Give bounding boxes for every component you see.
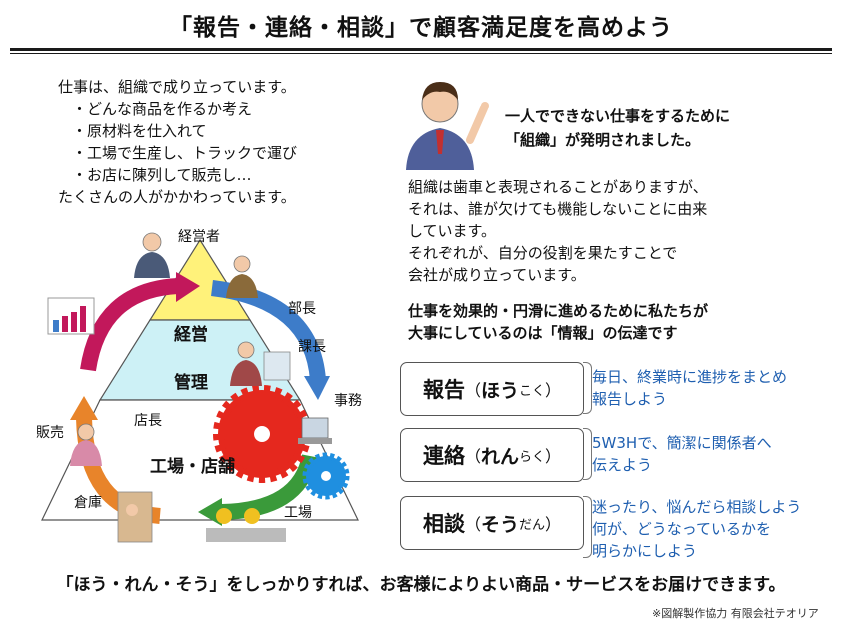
section-chief-person-icon xyxy=(230,341,291,386)
renraku-paren-open: （ xyxy=(464,447,481,466)
renraku-description: 5W3Hで、簡潔に関係者へ 伝えよう xyxy=(592,432,772,476)
role-executive-label: 経営者 xyxy=(178,229,220,245)
sales-person-icon xyxy=(70,423,102,466)
headline-line: 「組織」が発明されました。 xyxy=(505,131,701,149)
body-line: しています。 xyxy=(408,222,497,240)
role-sales-label: 販売 xyxy=(36,425,64,441)
soudan-box: 相談（そうだん） xyxy=(400,496,584,550)
soudan-paren-open: （ xyxy=(464,515,481,534)
hokoku-kana: ほう xyxy=(480,379,519,402)
title-divider xyxy=(10,48,832,51)
hokoku-description: 毎日、終業時に進捗をまとめ 報告しよう xyxy=(592,366,787,410)
renraku-box: 連絡（れんらく） xyxy=(400,428,584,482)
intro-line: たくさんの人がかかわっています。 xyxy=(58,188,296,206)
factory-workers-icon xyxy=(206,508,286,542)
arrow-magenta-head-icon xyxy=(176,272,200,302)
renraku-word: 連絡 xyxy=(422,444,465,468)
arrow-magenta-icon xyxy=(80,278,179,372)
hokoku-brace xyxy=(583,362,592,414)
renraku-brace xyxy=(583,428,592,480)
soudan-brace xyxy=(583,496,592,558)
red-gear-icon xyxy=(213,385,311,483)
role-factory-label: 工場 xyxy=(284,505,312,521)
organization-diagram-graphic xyxy=(41,232,359,543)
body-line: それぞれが、自分の役割を果たすことで xyxy=(408,244,678,262)
soudan-description: 迷ったり、悩んだら相談しよう 何が、どうなっているかを 明らかにしよう xyxy=(592,496,801,562)
hokoku-desc-line: 報告しよう xyxy=(592,390,668,408)
intro-bullet: ・どんな商品を作るか考え xyxy=(72,100,253,118)
executive-person-icon xyxy=(134,232,170,278)
hokoku-word: 報告 xyxy=(422,378,465,402)
soudan-kana-small: だん xyxy=(519,517,546,533)
soudan-desc-line: 迷ったり、悩んだら相談しよう xyxy=(592,498,802,516)
organization-diagram: 経営 管理 工場・店舗 経営者 部長 課長 事務 店長 販売 倉庫 工場 xyxy=(0,220,390,560)
hokoku-desc-line: 毎日、終業時に進捗をまとめ xyxy=(592,368,788,386)
renraku-kana-small: らく xyxy=(519,449,546,465)
renraku-desc-line: 伝えよう xyxy=(592,456,653,474)
headline: 一人でできない仕事をするために 「組織」が発明されました。 xyxy=(505,104,730,152)
soudan-desc-line: 明らかにしよう xyxy=(592,542,698,560)
footer-message: 「ほう・れん・そう」をしっかりすれば、お客様によりよい商品・サービスをお届けでき… xyxy=(56,575,786,595)
role-section-chief-label: 課長 xyxy=(298,339,326,355)
headline-line: 一人でできない仕事をするために xyxy=(505,107,731,125)
tier-field-label: 工場・店舗 xyxy=(150,457,235,477)
arrow-blue-head-icon xyxy=(304,376,330,400)
tier-admin-label: 管理 xyxy=(174,373,208,393)
information-lead-text: 仕事を効果的・円滑に進めるために私たちが 大事にしているのは「情報」の伝達です xyxy=(408,300,708,344)
renraku-kana: れん xyxy=(480,445,519,468)
hokoku-box: 報告（ほうこく） xyxy=(400,362,584,416)
warehouse-person-icon xyxy=(117,491,153,543)
tier-management-label: 経営 xyxy=(174,325,208,345)
role-store-manager-label: 店長 xyxy=(134,413,162,429)
role-office-label: 事務 xyxy=(334,393,362,409)
soudan-word: 相談 xyxy=(422,512,465,536)
director-person-icon xyxy=(226,255,258,298)
arrow-green-head-icon xyxy=(198,498,222,526)
soudan-paren-close: ） xyxy=(545,515,562,534)
hokoku-kana-small: こく xyxy=(519,383,546,399)
blue-gear-icon xyxy=(302,452,350,500)
arrow-orange-head-icon xyxy=(70,396,98,420)
renraku-paren-close: ） xyxy=(545,447,562,466)
hokoku-paren-close: ） xyxy=(545,381,562,400)
title-divider-thin xyxy=(10,53,832,54)
bar-chart-icon xyxy=(47,297,95,335)
renraku-desc-line: 5W3Hで、簡潔に関係者へ xyxy=(592,434,772,452)
organization-body-text: 組織は歯車と表現されることがありますが、 それは、誰が欠けても機能しないことに由… xyxy=(408,176,708,286)
intro-bullet: ・原材料を仕入れて xyxy=(72,122,207,140)
page-title: 「報告・連絡・相談」で顧客満足度を高めよう xyxy=(169,15,673,41)
hokoku-paren-open: （ xyxy=(464,381,481,400)
lead-line: 仕事を効果的・円滑に進めるために私たちが xyxy=(408,302,709,320)
intro-bullet: ・工場で生産し、トラックで運び xyxy=(72,144,298,162)
role-director-label: 部長 xyxy=(288,301,316,317)
credit-note: ※図解製作協力 有限会社テオリア xyxy=(652,607,819,620)
role-warehouse-label: 倉庫 xyxy=(74,495,102,511)
intro-line: 仕事は、組織で成り立っています。 xyxy=(58,78,296,96)
body-line: それは、誰が欠けても機能しないことに由来 xyxy=(408,200,708,218)
intro-bullet: ・お店に陳列して販売し… xyxy=(72,166,252,184)
soudan-kana: そう xyxy=(480,513,519,536)
body-line: 会社が成り立っています。 xyxy=(408,266,586,284)
office-computer-icon xyxy=(298,417,332,444)
lead-line: 大事にしているのは「情報」の伝達です xyxy=(408,324,678,342)
presenter-man-icon xyxy=(406,82,489,170)
intro-text: 仕事は、組織で成り立っています。 ・どんな商品を作るか考え ・原材料を仕入れて … xyxy=(58,76,297,208)
body-line: 組織は歯車と表現されることがありますが、 xyxy=(408,178,708,196)
soudan-desc-line: 何が、どうなっているかを xyxy=(592,520,771,538)
